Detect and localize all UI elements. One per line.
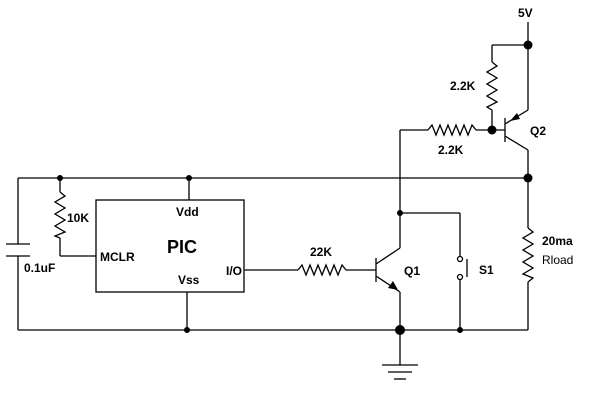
resistor-2k2-base: [427, 123, 477, 137]
label-cap: 0.1uF: [24, 261, 55, 275]
supply-label: 5V: [518, 6, 533, 20]
label-switch: S1: [479, 263, 494, 277]
label-r-base-q2: 2.2K: [438, 143, 464, 157]
junction-dots: [57, 40, 533, 335]
ground-icon: [382, 364, 418, 380]
label-r-base-q1: 22K: [310, 245, 332, 259]
capacitor: [6, 243, 30, 257]
label-q2: Q2: [530, 124, 546, 138]
pin-vss: Vss: [178, 273, 200, 287]
wires: [17, 22, 529, 365]
pin-io: I/O: [226, 264, 242, 278]
label-r-top: 2.2K: [450, 79, 476, 93]
label-r-mclr: 10K: [67, 211, 89, 225]
pin-vdd: Vdd: [176, 205, 199, 219]
label-load-current: 20ma: [542, 234, 573, 248]
pin-mclr: MCLR: [100, 250, 135, 264]
pic-chip: [95, 199, 245, 293]
resistor-2k2-top: [485, 61, 499, 111]
label-load-name: Rload: [542, 253, 573, 267]
resistor-10k: [53, 191, 67, 239]
switch-s1[interactable]: [456, 255, 468, 281]
transistor-q1: [375, 247, 401, 293]
resistor-22k: [297, 263, 347, 277]
label-q1: Q1: [404, 264, 420, 278]
resistor-load: [521, 227, 535, 283]
transistor-q2: [504, 109, 529, 151]
chip-name: PIC: [167, 237, 197, 257]
